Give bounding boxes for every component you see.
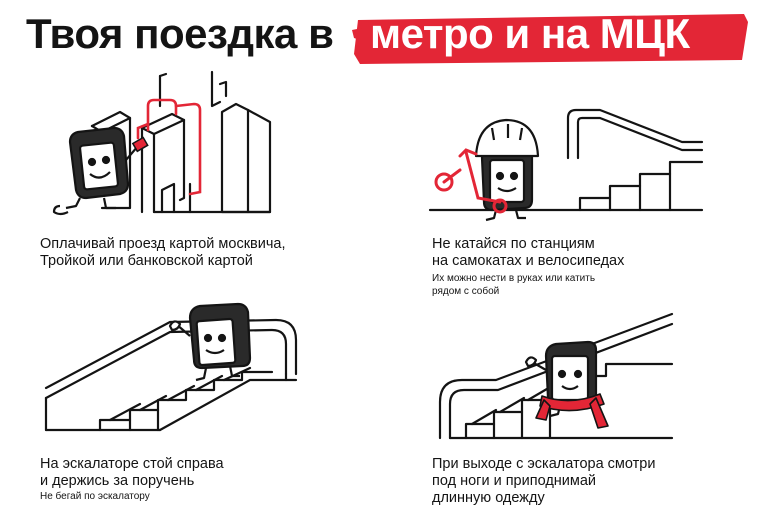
stairs-scooter-illustration [428,108,704,222]
subcaption-no-scooters: Их можно нести в руках или катить рядом … [432,272,595,298]
caption-line: длинную одежду [432,490,545,506]
page-title-highlight: метро и на МЦК [370,10,690,57]
caption-line: При выходе с эскалатора смотри [432,456,656,472]
caption-line: Оплачивай проезд картой москвича, [40,236,286,252]
title-red-brush-stroke [352,14,748,64]
caption-payment: Оплачивай проезд картой москвича, Тройко… [40,236,286,270]
page-title: Твоя поездка в [26,10,334,57]
caption-line: Тройкой или банковской картой [40,253,253,269]
subcaption-line: Не бегай по эскалатору [40,491,150,502]
escalator-up-illustration [44,302,298,432]
escalator-exit-illustration [438,312,674,440]
caption-line: под ноги и приподнимай [432,473,597,489]
subcaption-line: Их можно нести в руках или катить [432,273,596,284]
caption-line: и держись за поручень [40,473,195,489]
caption-line: на самокатах и велосипедах [432,253,625,269]
caption-escalator-exit: При выходе с эскалатора смотри под ноги … [432,456,655,507]
caption-escalator-stand: На эскалаторе стой справа и держись за п… [40,456,224,490]
caption-line: На эскалаторе стой справа [40,456,224,472]
subcaption-escalator-stand: Не бегай по эскалатору [40,490,150,503]
turnstile-illustration [52,70,272,216]
caption-line: Не катайся по станциям [432,236,595,252]
subcaption-line: рядом с собой [432,286,500,297]
caption-no-scooters: Не катайся по станциям на самокатах и ве… [432,236,624,270]
